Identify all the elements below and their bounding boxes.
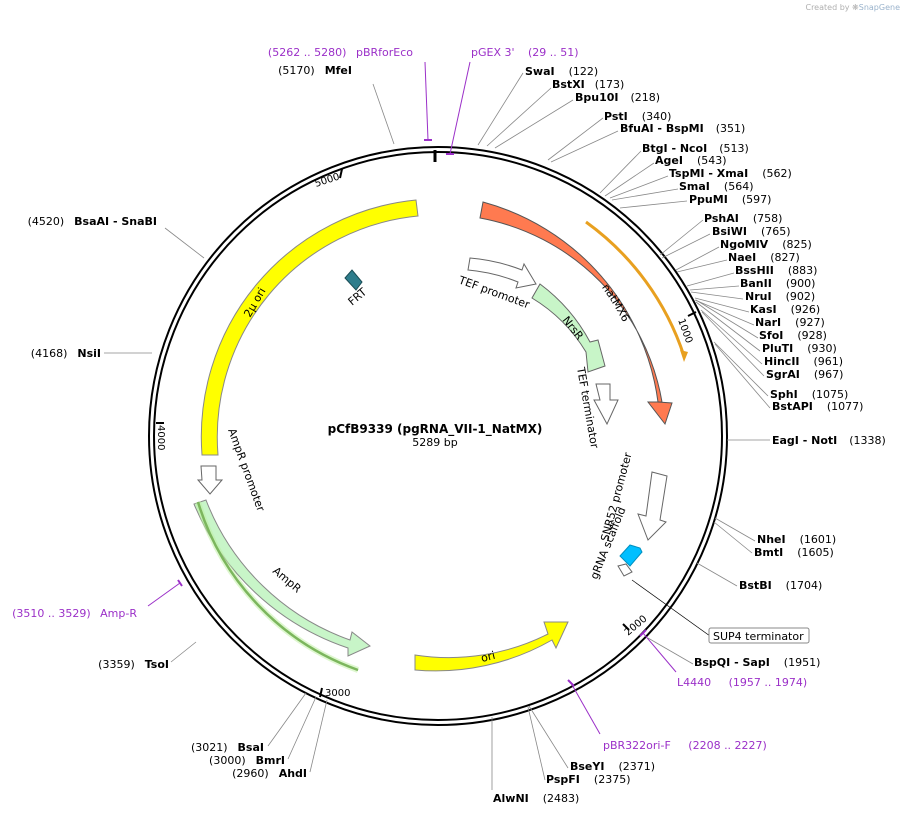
feature-sup4-terminator[interactable]: SUP4 terminator <box>617 563 810 644</box>
site-nrui[interactable]: NruI(902) <box>745 290 815 303</box>
site-hincii[interactable]: HincII(961) <box>764 355 843 368</box>
site-smai[interactable]: SmaI(564) <box>679 180 754 193</box>
primer-label-l4440[interactable]: L4440 (1957 .. 1974) <box>677 676 807 689</box>
primer-marks <box>177 139 647 687</box>
feature-label-ori: ori <box>480 649 497 665</box>
site-tspmi-xmai[interactable]: TspMI - XmaI(562) <box>669 167 792 180</box>
site-tsoi[interactable]: (3359)TsoI <box>98 658 169 671</box>
feature-ampr[interactable]: AmpR <box>193 499 371 673</box>
site-nari[interactable]: NarI(927) <box>755 316 825 329</box>
site-psti[interactable]: PstI(340) <box>604 110 671 123</box>
primer-name-l4440: L4440 <box>677 676 711 689</box>
site-sgrai[interactable]: SgrAI(967) <box>766 368 843 381</box>
snapgene-credit: Created by ❋SnapGene <box>805 3 900 12</box>
site-bmri[interactable]: (3000)BmrI <box>209 754 285 767</box>
sites-right: SwaI(122) BstXI(173) Bpu10I(218) PstI(34… <box>493 65 886 805</box>
site-bfuai-bspmi[interactable]: BfuAI - BspMI(351) <box>620 122 745 135</box>
feature-label-ampr-promoter: AmpR promoter <box>225 427 267 514</box>
feature-label-ampr: AmpR <box>270 564 304 595</box>
site-alwni[interactable]: AlwNI(2483) <box>493 792 579 805</box>
site-agei[interactable]: AgeI(543) <box>655 154 727 167</box>
site-bstapi[interactable]: BstAPI(1077) <box>772 400 863 413</box>
site-bseyi[interactable]: BseYI(2371) <box>570 760 655 773</box>
site-sphi[interactable]: SphI(1075) <box>770 388 848 401</box>
primer-label-amp-r[interactable]: (3510 .. 3529) Amp-R <box>12 607 137 620</box>
primer-label-pbr322ori-f[interactable]: pBR322ori-F (2208 .. 2227) <box>603 739 767 752</box>
feature-label-tef-terminator: TEF terminator <box>574 365 601 449</box>
primer-name-amp-r: Amp-R <box>100 607 137 620</box>
primer-pos-amp-r: (3510 .. 3529) <box>12 607 91 620</box>
tick-label-3000: 3000 <box>325 688 350 699</box>
feature-frt[interactable]: FRT <box>344 269 370 308</box>
primer-pos-pgex3: (29 .. 51) <box>528 46 579 59</box>
feature-natmx6[interactable]: natMX6 <box>479 201 673 426</box>
site-bpu10i[interactable]: Bpu10I(218) <box>575 91 660 104</box>
site-bsaai-snabi[interactable]: (4520)BsaAI - SnaBI <box>28 215 157 228</box>
primer-label-pgex3[interactable]: pGEX 3' (29 .. 51) <box>471 46 579 59</box>
sites-left: (5170)MfeI (4520)BsaAI - SnaBI (4168)Nsi… <box>28 64 352 780</box>
feature-grna-scaffold[interactable]: gRNA scaffold <box>588 505 643 581</box>
feature-label-frt: FRT <box>346 285 370 308</box>
feature-ori[interactable]: ori <box>414 621 569 672</box>
site-bspqi-sapi[interactable]: BspQI - SapI(1951) <box>694 656 820 669</box>
tick-marks <box>156 168 697 698</box>
site-bstbi[interactable]: BstBI(1704) <box>739 579 822 592</box>
snapgene-logo-icon: ❋ <box>852 3 859 12</box>
credit-prefix: Created by <box>805 3 850 12</box>
primer-name-pgex3: pGEX 3' <box>471 46 515 59</box>
site-banii[interactable]: BanII(900) <box>740 277 815 290</box>
site-nsii[interactable]: (4168)NsiI <box>31 347 101 360</box>
site-ppumi[interactable]: PpuMI(597) <box>689 193 771 206</box>
site-bsshii[interactable]: BssHII(883) <box>735 264 817 277</box>
primer-name-pbrforeco: pBRforEco <box>356 46 413 59</box>
tick-label-4000: 4000 <box>155 425 166 450</box>
plasmid-name: pCfB9339 (pgRNA_VII-1_NatMX) <box>328 422 543 437</box>
feature-label-sup4-terminator: SUP4 terminator <box>713 630 804 643</box>
site-pshai[interactable]: PshAI(758) <box>704 212 782 225</box>
primer-pos-l4440: (1957 .. 1974) <box>729 676 808 689</box>
svg-text:natMX6: natMX6 <box>599 281 632 324</box>
site-naei[interactable]: NaeI(827) <box>728 251 800 264</box>
site-ahdi[interactable]: (2960)AhdI <box>232 767 307 780</box>
feature-nrsr[interactable]: NrsR <box>531 283 606 373</box>
backbone-circle <box>148 146 728 726</box>
site-bstxi[interactable]: BstXI(173) <box>552 78 624 91</box>
site-btgi-ncoi[interactable]: BtgI - NcoI(513) <box>642 142 749 155</box>
feature-line-natmx6 <box>585 220 686 357</box>
site-ngomiv[interactable]: NgoMIV(825) <box>720 238 812 251</box>
site-kasi[interactable]: KasI(926) <box>750 303 820 316</box>
site-bsiwi[interactable]: BsiWI(765) <box>712 225 791 238</box>
feature-tef-promoter[interactable]: TEF promoter <box>456 257 537 311</box>
credit-brand: SnapGene <box>858 3 900 12</box>
tick-label-2000: 2000 <box>623 614 650 639</box>
primer-name-pbr322ori-f: pBR322ori-F <box>603 739 671 752</box>
feature-label-natmx6: natMX6 <box>599 281 632 324</box>
site-mfei[interactable]: (5170)MfeI <box>278 64 352 77</box>
primer-label-pbrforeco[interactable]: (5262 .. 5280) pBRforEco <box>268 46 413 59</box>
site-swai[interactable]: SwaI(122) <box>525 65 598 78</box>
site-eagi-noti[interactable]: EagI - NotI(1338) <box>772 434 886 447</box>
primer-pos-pbr322ori-f: (2208 .. 2227) <box>688 739 767 752</box>
site-pspfi[interactable]: PspFI(2375) <box>546 773 630 786</box>
site-nhei[interactable]: NheI(1601) <box>757 533 836 546</box>
plasmid-length: 5289 bp <box>412 436 457 449</box>
site-leaders <box>104 72 771 790</box>
site-bsai[interactable]: (3021)BsaI <box>191 741 264 754</box>
site-bmti[interactable]: BmtI(1605) <box>754 546 834 559</box>
primer-pos-pbrforeco: (5262 .. 5280) <box>268 46 347 59</box>
feature-tef-terminator[interactable]: TEF terminator <box>574 365 619 450</box>
site-sfoi[interactable]: SfoI(928) <box>759 329 827 342</box>
primer-leaders <box>147 61 677 735</box>
site-pluti[interactable]: PluTI(930) <box>762 342 837 355</box>
